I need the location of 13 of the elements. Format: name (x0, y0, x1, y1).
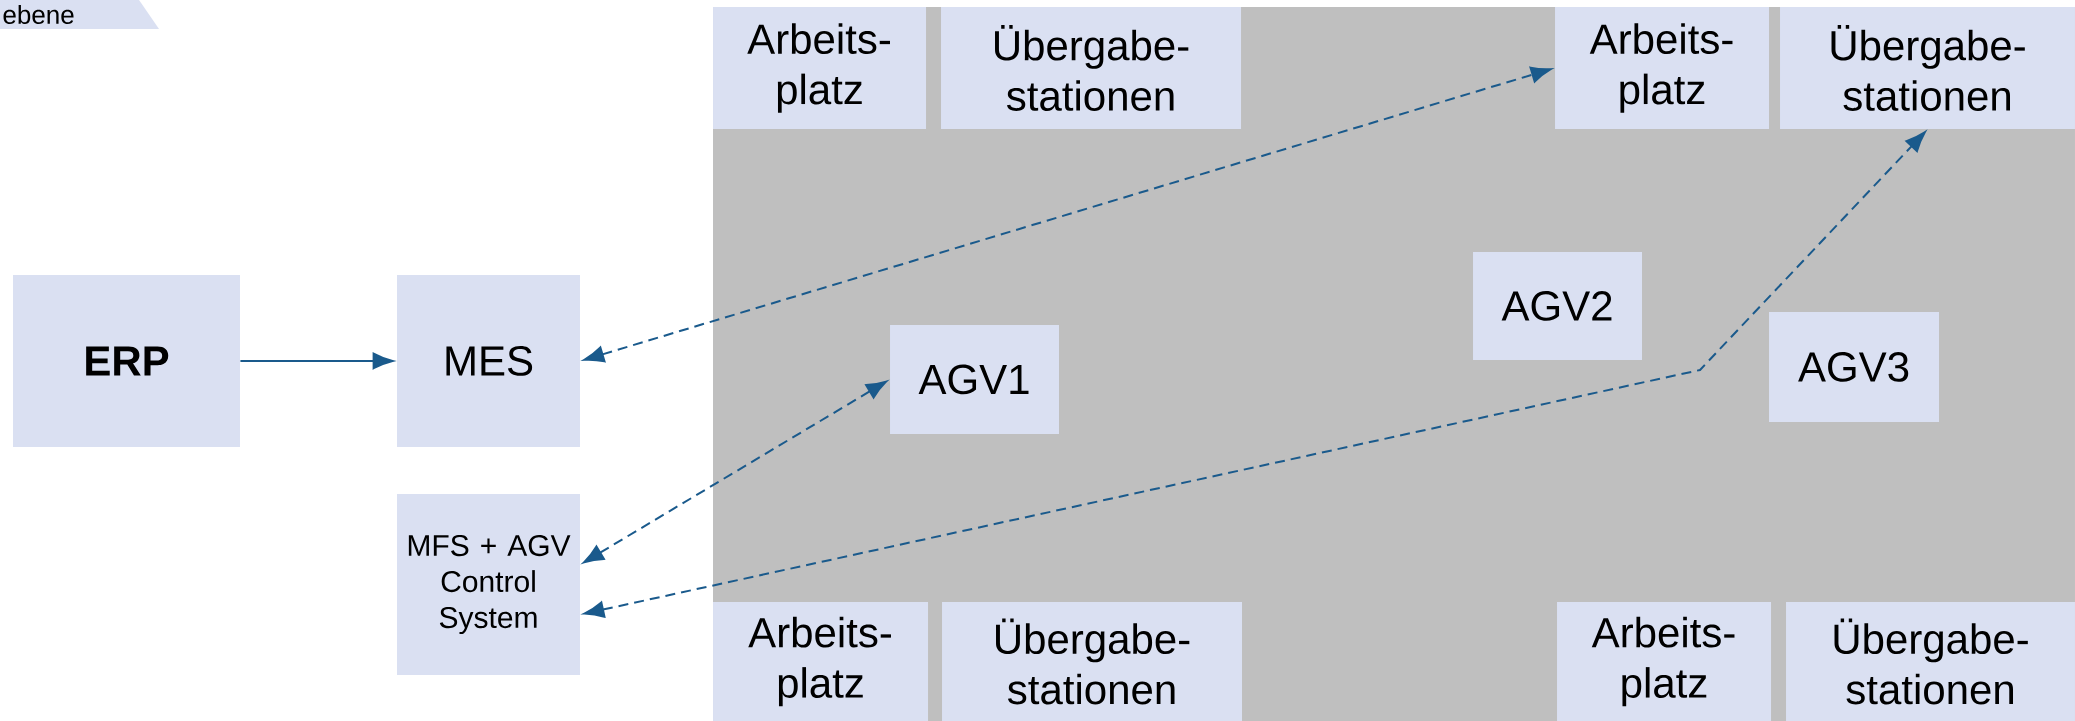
station-box: Übergabe- stationen (1780, 7, 2075, 129)
workstation-box: Arbeits- platz (1555, 7, 1769, 129)
workstation-box: Arbeits- platz (1557, 602, 1771, 721)
workstation-box: Arbeits- platz (713, 7, 926, 129)
station-box: Übergabe- stationen (1786, 602, 2075, 721)
arrow (239, 352, 394, 370)
station-box: Übergabe- stationen (941, 7, 1241, 129)
station-box: Übergabe- stationen (942, 602, 1242, 721)
workstation-box: Arbeits- platz (713, 602, 928, 721)
system-box: MES (397, 275, 580, 447)
system-box: ERP (13, 275, 240, 447)
tab-label: ebene (0, 0, 159, 29)
system-box: MFS + AGV Control System (397, 494, 580, 675)
